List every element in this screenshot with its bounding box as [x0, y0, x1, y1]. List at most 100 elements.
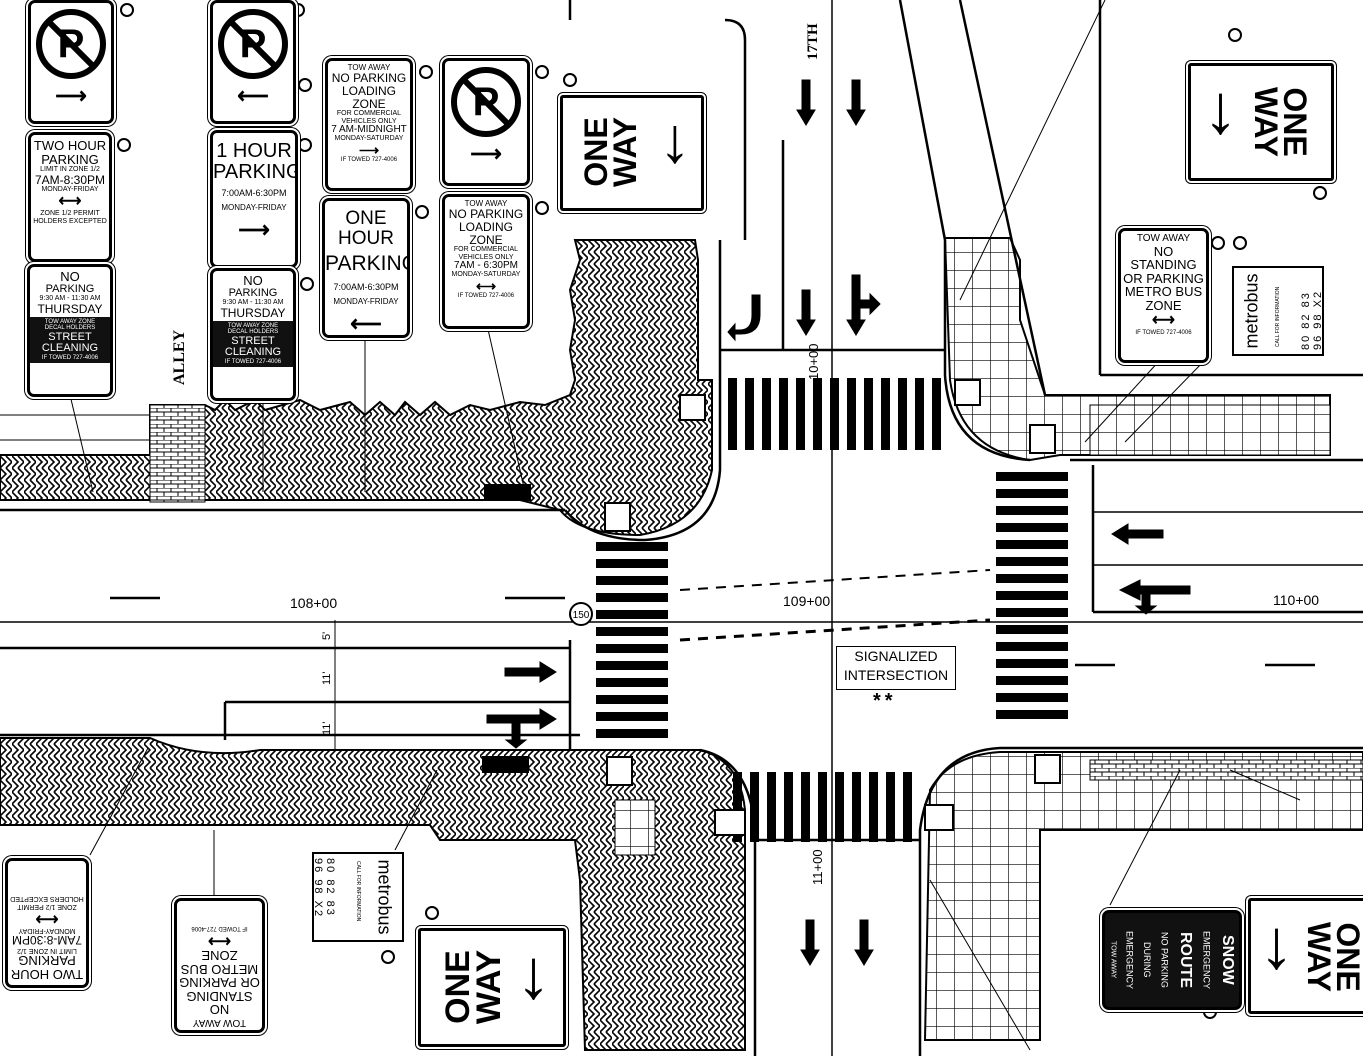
one-way-sign-north: ONE WAY ↓: [560, 95, 704, 211]
utility-marker: [298, 138, 312, 152]
crosswalk-bar: [996, 540, 1068, 549]
crosswalk-bar: [996, 523, 1068, 532]
sign-line: STREET: [48, 330, 92, 343]
route-number: 83: [1300, 291, 1312, 308]
arrow-down-icon: [800, 919, 820, 966]
sign-line: TOW AWAY: [1136, 233, 1191, 244]
crosswalk-bar: [996, 472, 1068, 481]
route-number: 82: [1300, 312, 1312, 329]
northwest-sidewalk: [0, 239, 713, 537]
sign-line: PARKING: [325, 251, 410, 275]
no-parking-icon: P: [218, 9, 288, 79]
crosswalk-bar: [864, 378, 873, 450]
utility-marker: [535, 201, 549, 215]
crosswalk-bar: [779, 378, 788, 450]
metro-bus-zone-sign-south: TOW AWAY NO STANDING OR PARKING METRO BU…: [174, 898, 265, 1033]
sign-line: CLEANING: [224, 346, 282, 359]
sign-line: WAY: [607, 117, 643, 187]
crosswalk-bar: [596, 593, 668, 602]
crosswalk-bar: [847, 378, 856, 450]
arrow-down-icon: ↓: [516, 935, 551, 1013]
sign-line: NO STANDING: [186, 988, 253, 1018]
crosswalk-bar: [596, 661, 668, 670]
route-number: 83: [324, 900, 336, 917]
street-cleaning-panel: TOW AWAY ZONE DECAL HOLDERS STREET CLEAN…: [30, 317, 110, 364]
utility-marker: [535, 65, 549, 79]
arrow-down-icon: [854, 919, 874, 966]
sign-line: IF TOWED 727-4006: [224, 358, 282, 365]
svg-text:150: 150: [573, 610, 590, 621]
sign-line: WAY: [470, 949, 508, 1025]
sign-line: SIGNALIZED: [854, 648, 938, 664]
sign-line: IF TOWED 727-4006: [457, 293, 515, 300]
sign-line: WAY: [1248, 87, 1284, 157]
two-hour-parking-sign-south: TWO HOUR PARKING LIMIT IN ZONE 1/2 7AM-8…: [5, 858, 89, 988]
route-number: 98: [312, 879, 324, 896]
street-name-label: 17TH: [805, 23, 821, 60]
utility-marker: [563, 73, 577, 87]
arrow-right-icon: ⟶: [238, 216, 270, 242]
curb-ramps: [482, 379, 1061, 836]
arrow-left-turn-icon: [504, 722, 528, 749]
dimension-11ft-a: 11': [321, 671, 333, 685]
sign-line: MONDAY-SATURDAY: [334, 135, 404, 143]
arrow-down-icon: ↓: [659, 104, 691, 176]
route-number: X2: [1312, 289, 1324, 308]
tow-away-loading-zone-sign-a: TOW AWAY NO PARKING LOADING ZONE FOR COM…: [325, 58, 413, 191]
crosswalk-bar: [835, 772, 844, 842]
arrow-right-turn-icon: [855, 292, 881, 316]
sign-line: IF TOWED 727-4006: [1135, 329, 1192, 336]
sign-line: NO: [60, 269, 80, 284]
crosswalk-bar: [750, 772, 759, 842]
pavement-arrows: [486, 79, 1191, 966]
route-list: 80 82 83 96 98 X2: [1300, 270, 1324, 350]
no-parking-icon: P: [451, 67, 521, 137]
crosswalk-bar: [852, 772, 861, 842]
sign-line: SNOW: [1218, 935, 1236, 985]
speed-marker: 150: [569, 602, 593, 626]
arrow-left-icon: [1111, 523, 1164, 545]
sign-line: OR PARKING: [179, 975, 260, 991]
one-hour-parking-sign: 1 HOUR PARKING 7:00AM-6:30PM MONDAY-FRID…: [210, 130, 298, 268]
sign-line: NO: [243, 273, 263, 288]
crosswalk-bar: [728, 378, 737, 450]
crosswalk-bar: [898, 378, 907, 450]
sign-line: LIMIT IN ZONE 1/2: [40, 166, 100, 174]
crosswalk-bar: [596, 712, 668, 721]
sign-line: CALL FOR INFORMATION: [355, 861, 361, 922]
crosswalk-bar: [869, 772, 878, 842]
crosswalk-bar: [818, 772, 827, 842]
crosswalk-bar: [596, 729, 668, 738]
sign-line: CALL FOR INFORMATION: [1275, 286, 1281, 347]
sign-line: MONDAY-FRIDAY: [333, 297, 399, 307]
sign-line: IF TOWED 727-4006: [340, 157, 398, 164]
sign-line: OR PARKING: [1123, 270, 1204, 286]
route-number: 96: [312, 858, 324, 875]
crosswalk-bar: [596, 644, 668, 653]
arrow-down-icon: ↓: [1259, 905, 1294, 983]
arrow-double-icon: ⟷: [475, 277, 497, 294]
sign-line: ZONE 1/2 PERMIT: [40, 210, 100, 218]
utility-marker: [415, 205, 429, 219]
sign-line: MONDAY-FRIDAY: [221, 203, 287, 213]
utility-marker: [1233, 236, 1247, 250]
arrow-double-icon: ⟷: [58, 192, 82, 210]
southeast-sidewalk: [923, 751, 1363, 1041]
utility-marker: [117, 138, 131, 152]
route-number: 80: [324, 858, 336, 875]
sign-line: DURING: [1141, 942, 1152, 978]
crosswalk-bar: [915, 378, 924, 450]
dimension-11ft-b: 11': [321, 721, 333, 735]
crosswalk-bar: [767, 772, 776, 842]
sign-line: FOR COMMERCIAL: [336, 110, 402, 118]
sign-line: ONE: [1329, 922, 1363, 992]
metrobus-panel-south: metrobus CALL FOR INFORMATION 80 82 83 9…: [312, 852, 404, 942]
intersection-note: **: [873, 690, 897, 712]
sign-line: LIMIT IN ZONE 1/2: [17, 946, 77, 954]
sign-line: 7 AM-MIDNIGHT: [331, 123, 407, 135]
arrow-u-turn-icon: [727, 294, 761, 342]
sign-line: METRO BUS: [180, 961, 259, 977]
station-110: 110+00: [1273, 592, 1319, 608]
crosswalk-bar: [596, 576, 668, 585]
sign-line: TWO HOUR: [10, 967, 84, 982]
